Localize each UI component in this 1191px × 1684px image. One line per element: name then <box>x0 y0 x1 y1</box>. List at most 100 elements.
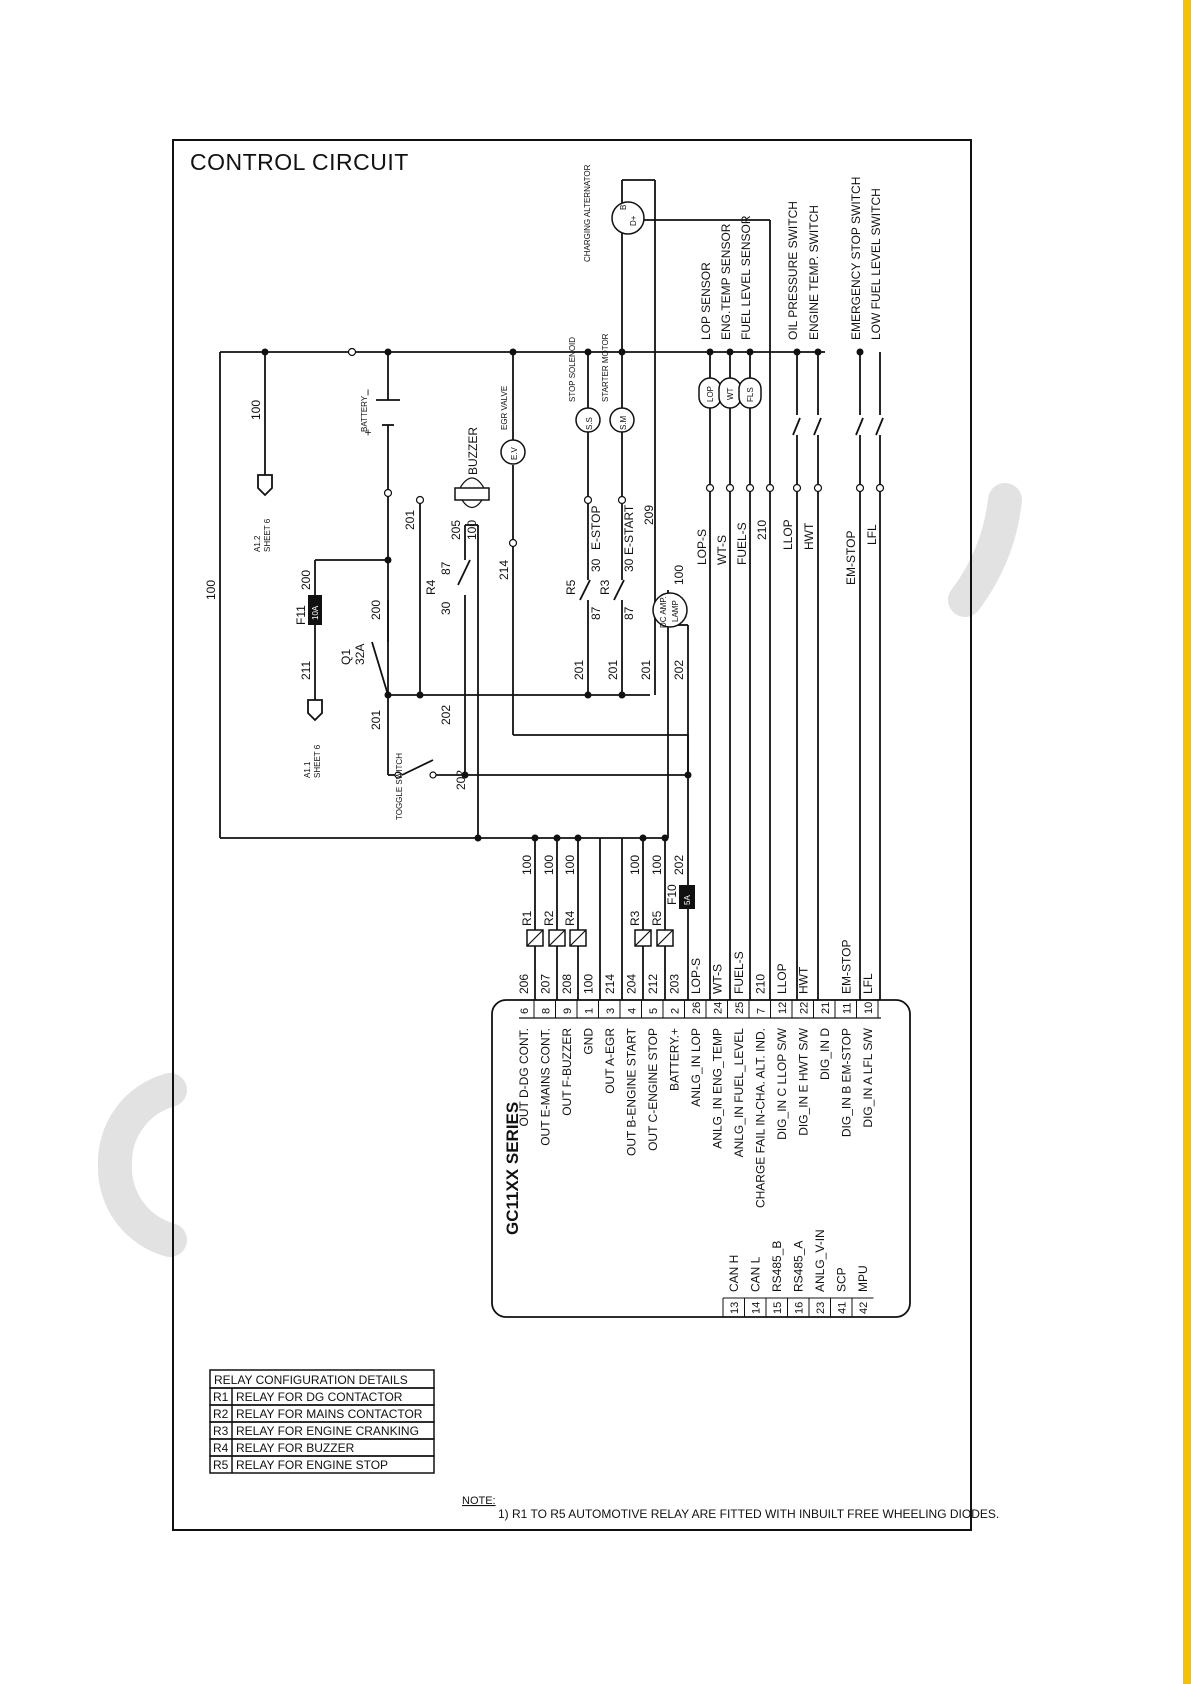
terminal-wire: WT-S <box>711 964 725 994</box>
sensor-labels: LOP SENSOR ENG.TEMP SENSOR FUEL LEVEL SE… <box>699 177 883 340</box>
diagram-frame <box>172 139 972 1531</box>
svg-text:205: 205 <box>449 520 463 540</box>
svg-text:100: 100 <box>628 855 642 875</box>
terminal-pin: 6 <box>519 1008 531 1014</box>
svg-text:LLOP: LLOP <box>781 519 795 550</box>
charging-alternator: B D+ CHARGING ALTERNATOR <box>583 164 645 262</box>
svg-text:100: 100 <box>249 400 263 420</box>
svg-text:R3: R3 <box>628 910 642 926</box>
svg-text:210: 210 <box>755 520 769 540</box>
svg-text:+: + <box>361 429 375 436</box>
terminal-pin: 25 <box>734 1002 746 1014</box>
svg-text:100: 100 <box>563 855 577 875</box>
fuse-f10: 5A F10 202 <box>665 855 695 909</box>
comm-pin: 13 <box>729 1302 741 1314</box>
sensor-fls: FLS <box>738 377 762 409</box>
sensor-wire-labels: LOP-S WT-S FUEL-S 210 LLOP HWT EM-STOP L… <box>695 519 879 585</box>
relay-description: RELAY FOR BUZZER <box>236 1441 355 1455</box>
svg-text:202: 202 <box>439 705 453 725</box>
comm-function: CAN L <box>749 1256 763 1292</box>
svg-text:87: 87 <box>439 561 453 575</box>
svg-text:201: 201 <box>572 660 586 680</box>
note: NOTE: 1) R1 TO R5 AUTOMOTIVE RELAY ARE F… <box>462 1495 999 1521</box>
comm-function: ANLG_V-IN <box>813 1229 827 1292</box>
wiring <box>219 179 884 1000</box>
relay-r5-contact: R5 87 30 E-STOP 201 <box>564 506 603 680</box>
terminal-function: ANLG_IN FUEL_LEVEL <box>732 1028 746 1158</box>
terminal-function: ANLG_IN ENG_TEMP <box>711 1028 725 1149</box>
starter-motor: S.M STARTER MOTOR <box>601 333 635 433</box>
terminal-wire: FUEL-S <box>732 951 746 994</box>
svg-text:211: 211 <box>299 661 313 680</box>
terminal-wire: 206 <box>517 974 531 994</box>
comm-pin: 41 <box>837 1302 849 1314</box>
svg-text:LOP-S: LOP-S <box>695 529 709 565</box>
svg-text:100: 100 <box>520 855 534 875</box>
terminal-pin: 10 <box>863 1002 875 1014</box>
terminal-pin: 11 <box>842 1003 854 1014</box>
terminal-markers <box>347 347 885 548</box>
comm-pin: 14 <box>751 1302 763 1314</box>
svg-text:30: 30 <box>622 558 636 572</box>
diagram-title: CONTROL CIRCUIT <box>190 149 409 175</box>
svg-text:WT-S: WT-S <box>715 535 729 565</box>
terminal-pin: 7 <box>756 1008 768 1014</box>
relay-coil-r3: R3 100 <box>628 855 652 947</box>
svg-text:DC AMP.: DC AMP. <box>659 596 668 628</box>
terminal-wire: HWT <box>797 966 811 994</box>
svg-text:A1.2: A1.2 <box>253 535 262 552</box>
svg-text:F11: F11 <box>294 605 308 625</box>
terminal-function: OUT F-BUZZER <box>560 1028 574 1116</box>
svg-text:STARTER MOTOR: STARTER MOTOR <box>601 333 610 402</box>
terminal-pin: 12 <box>777 1002 789 1014</box>
comm-pin: 42 <box>858 1302 870 1314</box>
relay-description: RELAY FOR ENGINE CRANKING <box>236 1424 419 1438</box>
relay-id: R3 <box>213 1424 229 1438</box>
connector-a1-2: A1.2 SHEET 6 100 <box>249 400 273 552</box>
terminal-wire: 203 <box>668 974 682 994</box>
terminal-function: DIG_IN D <box>818 1028 832 1080</box>
svg-text:SHEET 6: SHEET 6 <box>313 744 322 778</box>
svg-text:LOP: LOP <box>706 386 715 402</box>
svg-text:E-STOP: E-STOP <box>589 506 603 550</box>
terminal-function: OUT A-EGR <box>603 1028 617 1094</box>
svg-text:F10: F10 <box>665 884 679 905</box>
terminal-pin: 9 <box>562 1008 574 1014</box>
terminal-pin: 3 <box>605 1008 617 1014</box>
svg-text:WT: WT <box>726 387 735 400</box>
terminal-pin: 21 <box>820 1002 832 1014</box>
egr-valve: E.V EGR VALVE 214 <box>497 386 526 580</box>
relay-description: RELAY FOR MAINS CONTACTOR <box>236 1407 423 1421</box>
terminal-pin: 24 <box>713 1002 725 1014</box>
svg-text:R5: R5 <box>650 910 664 926</box>
svg-text:202: 202 <box>454 770 468 790</box>
svg-text:209: 209 <box>642 505 656 525</box>
svg-text:E-START: E-START <box>622 504 636 555</box>
svg-text:5A: 5A <box>683 895 692 905</box>
terminal-wire: 208 <box>560 974 574 994</box>
fuse-f11: 10A F11 200 <box>294 570 322 625</box>
comm-pin: 15 <box>772 1302 784 1314</box>
comm-function: RS485_A <box>792 1241 806 1292</box>
terminal-function: OUT E-MAINS CONT. <box>539 1028 553 1146</box>
svg-text:D+: D+ <box>629 215 638 226</box>
stop-solenoid: S.S STOP SOLENOID <box>568 337 601 433</box>
terminal-function: OUT D-DG CONT. <box>517 1028 531 1126</box>
sensor-wt: WT <box>718 377 742 409</box>
svg-text:100: 100 <box>672 565 686 585</box>
svg-text:FUEL LEVEL SENSOR: FUEL LEVEL SENSOR <box>739 215 753 340</box>
svg-text:R4: R4 <box>563 910 577 926</box>
terminal-function: OUT C-ENGINE STOP <box>646 1028 660 1151</box>
